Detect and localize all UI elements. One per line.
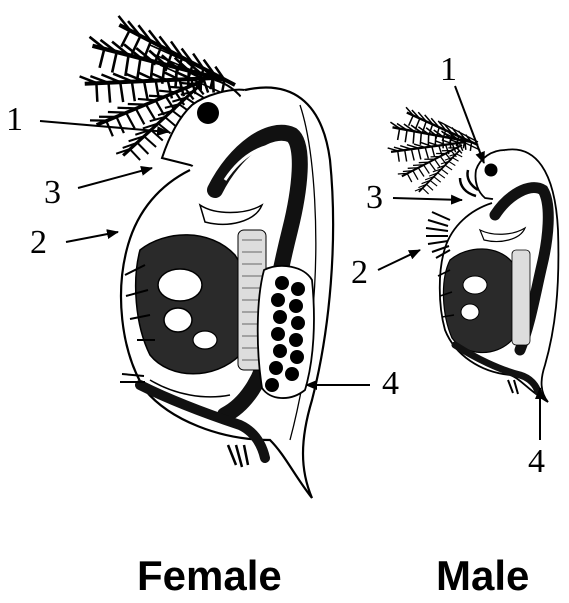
female-daphnia: 1 3 2 4 xyxy=(6,1,399,498)
male-body-mass xyxy=(443,249,521,353)
male-callout-2: 2 xyxy=(351,250,420,291)
male-antenna-fronds xyxy=(388,97,480,200)
female-eye xyxy=(197,102,219,124)
svg-text:3: 3 xyxy=(44,174,61,211)
svg-text:1: 1 xyxy=(440,51,457,88)
svg-text:2: 2 xyxy=(351,254,368,291)
male-daphnia: 1 3 2 4 xyxy=(351,51,558,480)
svg-text:4: 4 xyxy=(382,365,399,402)
male-eye xyxy=(485,164,498,177)
female-callout-3: 3 xyxy=(44,168,152,211)
male-callout-4: 4 xyxy=(528,388,545,480)
female-label: Female xyxy=(137,552,282,600)
male-callout-3: 3 xyxy=(366,179,462,216)
male-label: Male xyxy=(436,552,529,600)
svg-text:4: 4 xyxy=(528,443,545,480)
svg-text:2: 2 xyxy=(30,224,47,261)
svg-text:1: 1 xyxy=(6,101,23,138)
svg-text:3: 3 xyxy=(366,179,383,216)
female-brood-eggs xyxy=(258,266,314,398)
female-callout-4: 4 xyxy=(306,365,399,402)
female-callout-2: 2 xyxy=(30,224,118,261)
